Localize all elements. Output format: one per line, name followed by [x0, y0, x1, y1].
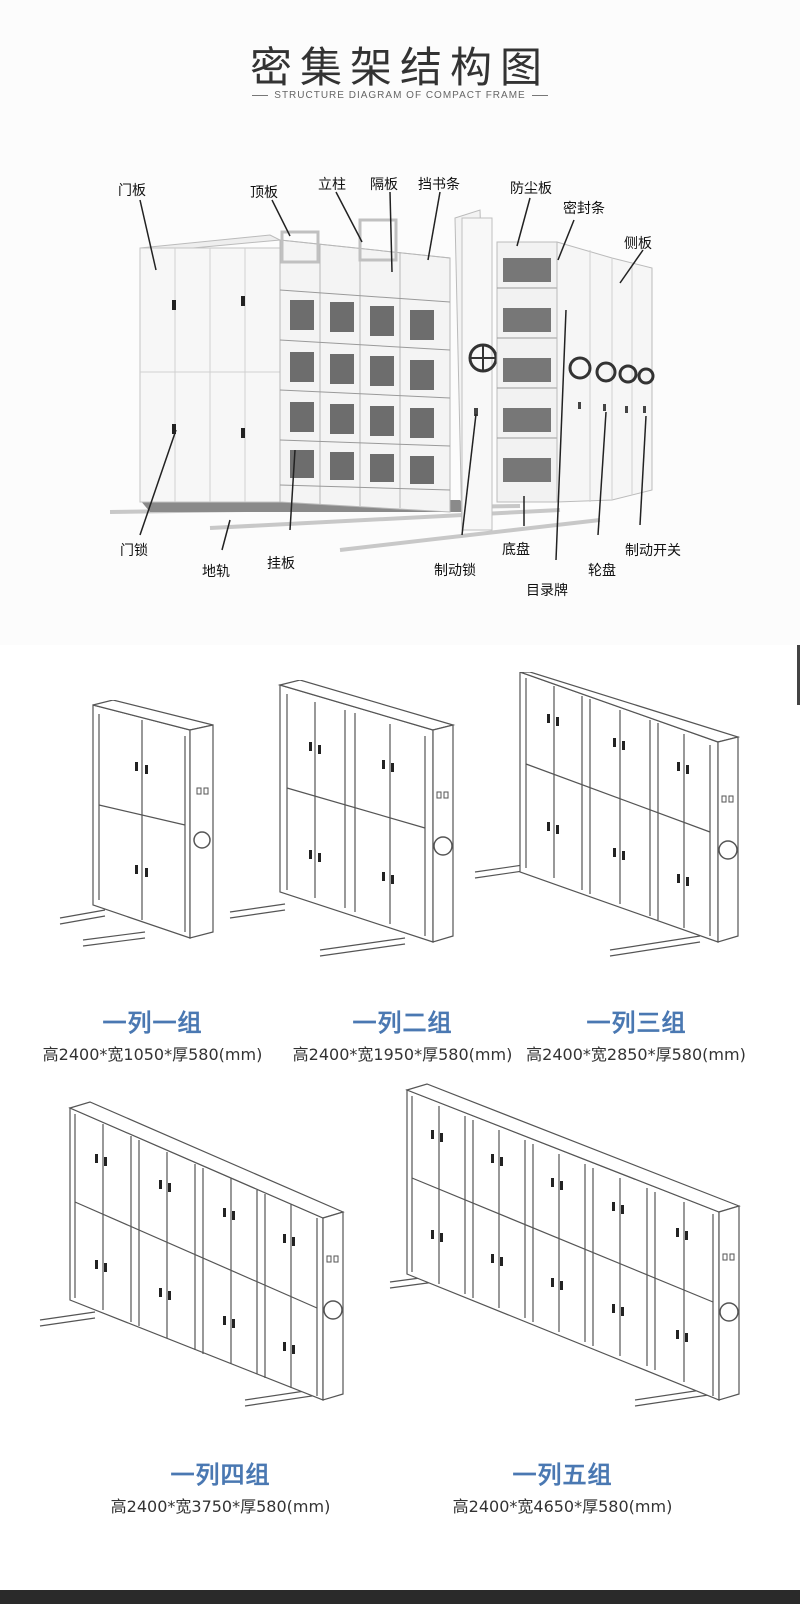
- label-dust-board: 防尘板: [510, 181, 552, 197]
- label-side-panel: 侧板: [624, 236, 652, 252]
- label-door-lock: 门锁: [120, 543, 148, 559]
- variant-3-drawing: [474, 672, 740, 957]
- variant-5-title: 一列五组: [512, 1461, 613, 1489]
- label-handwheel: 轮盘: [588, 563, 616, 579]
- variant-2-dims: 高2400*宽1950*厚580(mm): [292, 1045, 513, 1064]
- label-seal-strip: 密封条: [563, 201, 605, 217]
- label-partition: 隔板: [370, 177, 398, 193]
- subtitle-rule-left: [252, 94, 269, 96]
- callout-lines: [139, 191, 647, 561]
- right-shelf-group: [496, 241, 655, 503]
- subtitle-rule-right: [531, 94, 548, 96]
- label-brake-switch: 制动开关: [625, 543, 681, 559]
- page-title: 密集架结构图: [249, 43, 550, 92]
- variant-1-drawing: [59, 700, 214, 947]
- label-ground-rail: 地轨: [202, 564, 230, 580]
- scroll-indicator[interactable]: [797, 645, 800, 705]
- variant-3-title: 一列三组: [586, 1009, 687, 1037]
- structure-diagram: [109, 191, 655, 561]
- variant-2-title: 一列二组: [352, 1009, 453, 1037]
- side-cabinet: [454, 209, 498, 531]
- label-top-panel: 顶板: [250, 185, 278, 201]
- door-cabinet: [139, 234, 282, 503]
- open-shelves: [279, 218, 451, 513]
- variant-4-dims: 高2400*宽3750*厚580(mm): [110, 1497, 331, 1516]
- structure-section: 密集架结构图 STRUCTURE DIAGRAM OF COMPACT FRAM…: [0, 0, 800, 645]
- variant-5-drawing: [389, 1083, 741, 1407]
- label-column: 立柱: [318, 177, 346, 193]
- label-hanging-plate: 挂板: [267, 556, 295, 572]
- variant-2-drawing: [229, 680, 456, 957]
- label-brake-lock: 制动锁: [434, 563, 476, 579]
- variant-4-drawing: [39, 1101, 345, 1407]
- subtitle-text: STRUCTURE DIAGRAM OF COMPACT FRAME: [274, 90, 526, 101]
- variant-3-dims: 高2400*宽2850*厚580(mm): [526, 1045, 746, 1064]
- page-subtitle: STRUCTURE DIAGRAM OF COMPACT FRAME: [0, 90, 800, 101]
- variant-4-title: 一列四组: [170, 1461, 271, 1489]
- label-catalog-card: 目录牌: [526, 583, 568, 599]
- variant-1-title: 一列一组: [102, 1009, 203, 1037]
- label-door-panel: 门板: [118, 183, 146, 199]
- bottom-bar: [0, 1590, 800, 1604]
- label-base-plate: 底盘: [502, 542, 530, 558]
- label-book-stopper: 挡书条: [418, 177, 460, 193]
- variant-5-dims: 高2400*宽4650*厚580(mm): [452, 1497, 673, 1516]
- variant-1-dims: 高2400*宽1050*厚580(mm): [42, 1045, 263, 1064]
